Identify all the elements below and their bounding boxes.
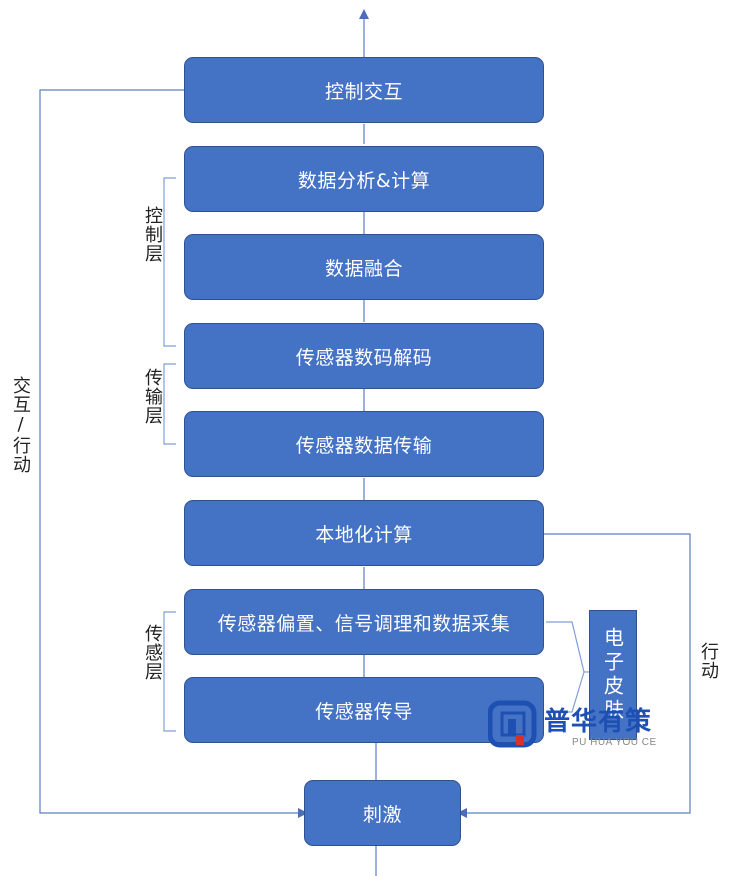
sensor-transmission-box: 传感器数据传输 bbox=[184, 411, 544, 477]
data-analysis-label: 数据分析&计算 bbox=[297, 169, 431, 192]
logo-name: 普华有策 bbox=[544, 707, 653, 737]
sensor-bias-label: 传感器偏置、信号调理和数据采集 bbox=[217, 612, 511, 635]
local-compute-box: 本地化计算 bbox=[184, 500, 544, 566]
local-compute-label: 本地化计算 bbox=[315, 523, 413, 546]
sensor-decode-label: 传感器数码解码 bbox=[295, 346, 433, 369]
control-interaction-box: 控制交互 bbox=[184, 57, 544, 123]
sensor-conduction-box: 传感器传导 bbox=[184, 677, 544, 743]
sensor-bias-box: 传感器偏置、信号调理和数据采集 bbox=[184, 589, 544, 655]
interaction-action-label: 交互/行动 bbox=[10, 374, 31, 476]
control-layer-label: 控制层 bbox=[142, 206, 163, 263]
watermark-logo: 普华有策 PU HUA YOU CE bbox=[488, 697, 698, 757]
electronic-skin-label: 电子皮肤 bbox=[600, 627, 625, 723]
transmission-layer-label: 传输层 bbox=[142, 368, 163, 425]
left-loop-line bbox=[39, 89, 308, 818]
sensing-layer-label: 传感层 bbox=[142, 624, 163, 681]
logo-subtitle: PU HUA YOU CE bbox=[572, 737, 657, 748]
stimulus-box: 刺激 bbox=[304, 780, 461, 846]
data-fusion-box: 数据融合 bbox=[184, 234, 544, 300]
sensor-transmission-label: 传感器数据传输 bbox=[295, 434, 433, 457]
transmission-layer-bracket bbox=[163, 363, 176, 445]
sensor-decode-box: 传感器数码解码 bbox=[184, 323, 544, 389]
control-interaction-label: 控制交互 bbox=[324, 80, 403, 103]
stimulus-label: 刺激 bbox=[362, 803, 402, 826]
right-loop-line bbox=[457, 533, 691, 818]
data-analysis-box: 数据分析&计算 bbox=[184, 146, 544, 212]
action-label: 行动 bbox=[698, 640, 719, 682]
sensor-conduction-label: 传感器传导 bbox=[315, 700, 413, 723]
puhua-logo-icon bbox=[488, 700, 537, 748]
data-fusion-label: 数据融合 bbox=[324, 257, 403, 280]
control-layer-bracket bbox=[163, 177, 176, 347]
sensing-layer-bracket bbox=[163, 611, 176, 732]
electronic-skin-box: 电子皮肤 bbox=[589, 610, 637, 740]
